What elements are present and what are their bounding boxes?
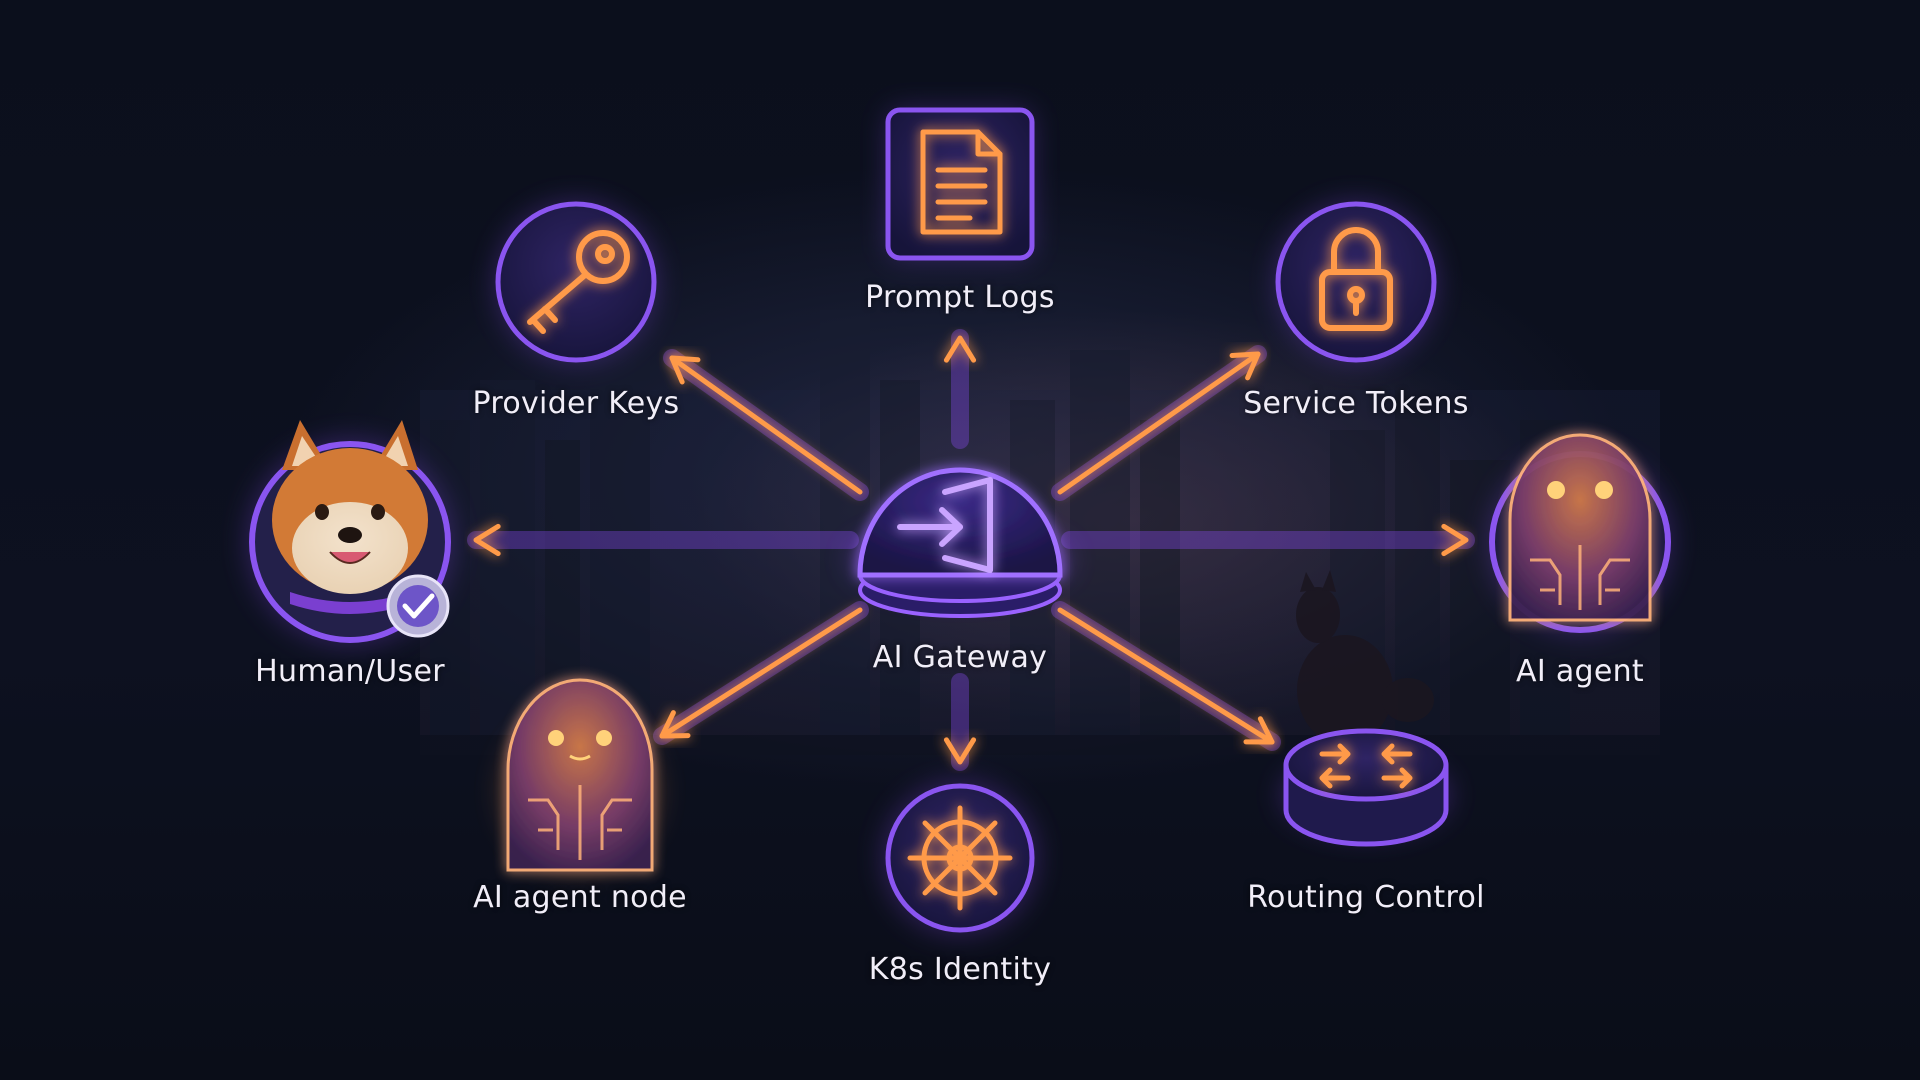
service-tokens-node[interactable] (1275, 201, 1437, 363)
robot-ghost-icon (506, 678, 654, 872)
verified-badge-icon (386, 574, 450, 638)
arrow-to-ai-agent (1061, 523, 1475, 557)
label-service-tokens: Service Tokens (1243, 386, 1469, 421)
label-prompt-logs: Prompt Logs (865, 280, 1055, 315)
routing-control-node[interactable] (1282, 728, 1450, 847)
arrow-to-ai-agent-node (653, 601, 869, 745)
dog-silhouette-decoration (1296, 570, 1434, 770)
label-human-user: Human/User (255, 654, 445, 689)
verified-user-avatar-icon (272, 420, 428, 614)
connection-arrows (467, 329, 1475, 771)
prompt-logs-node[interactable] (885, 107, 1035, 261)
arrow-to-routing-control (1051, 601, 1281, 751)
human-user-node[interactable] (248, 420, 452, 644)
ai-gateway-hub-node[interactable] (850, 467, 1070, 618)
city-skyline-background (420, 310, 1660, 755)
label-routing-control: Routing Control (1247, 880, 1485, 915)
router-icon (1319, 743, 1413, 789)
provider-keys-node[interactable] (495, 201, 657, 363)
padlock-icon (1319, 227, 1393, 331)
label-ai-gateway: AI Gateway (872, 640, 1048, 675)
key-icon (527, 230, 630, 334)
arrow-to-prompt-logs (943, 329, 977, 449)
label-provider-keys: Provider Keys (472, 386, 680, 421)
document-icon (920, 129, 1003, 235)
ship-wheel-icon (907, 805, 1013, 911)
robot-ghost-icon (1508, 433, 1652, 622)
label-ai-agent: AI agent (1516, 654, 1644, 689)
ai-agent-node[interactable] (1489, 433, 1671, 633)
arrow-to-k8s-identity (943, 673, 977, 771)
ai-agent-node-node[interactable] (500, 678, 660, 872)
arrow-to-human-user (467, 523, 859, 557)
arrow-to-provider-keys (663, 349, 869, 501)
label-ai-agent-node: AI agent node (473, 880, 687, 915)
arrow-to-service-tokens (1051, 345, 1267, 501)
gateway-enter-icon (897, 477, 993, 573)
k8s-identity-node[interactable] (884, 782, 1036, 934)
label-k8s-identity: K8s Identity (868, 952, 1052, 987)
